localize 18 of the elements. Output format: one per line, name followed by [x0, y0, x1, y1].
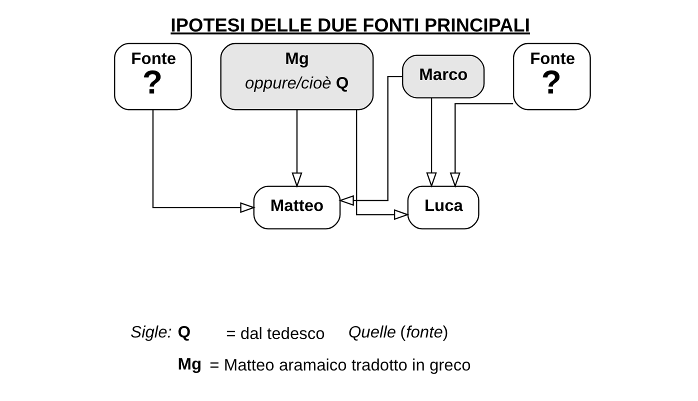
arrow [426, 98, 436, 188]
arrow [291, 110, 302, 188]
arrow [152, 110, 256, 213]
arrow [338, 76, 402, 206]
node-box: Mg oppure/cioè Q [220, 42, 374, 110]
node-box: Matteo [252, 186, 340, 230]
label: = dal tedesco Quelle (fonte) [226, 322, 448, 343]
node-box: Luca [406, 186, 479, 230]
label: = Matteo aramaico tradotto in greco [209, 356, 470, 375]
node-box: Fonte ? [114, 42, 192, 110]
label: Q [177, 322, 190, 342]
arrow [449, 103, 513, 188]
node-box: Marco [402, 54, 484, 98]
arrow [356, 110, 409, 220]
label: Sigle: [130, 322, 172, 342]
diagram-title: IPOTESI DELLE DUE FONTI PRINCIPALI [170, 15, 530, 36]
node-box: Fonte ? [512, 42, 590, 110]
label: Mg [177, 354, 202, 374]
